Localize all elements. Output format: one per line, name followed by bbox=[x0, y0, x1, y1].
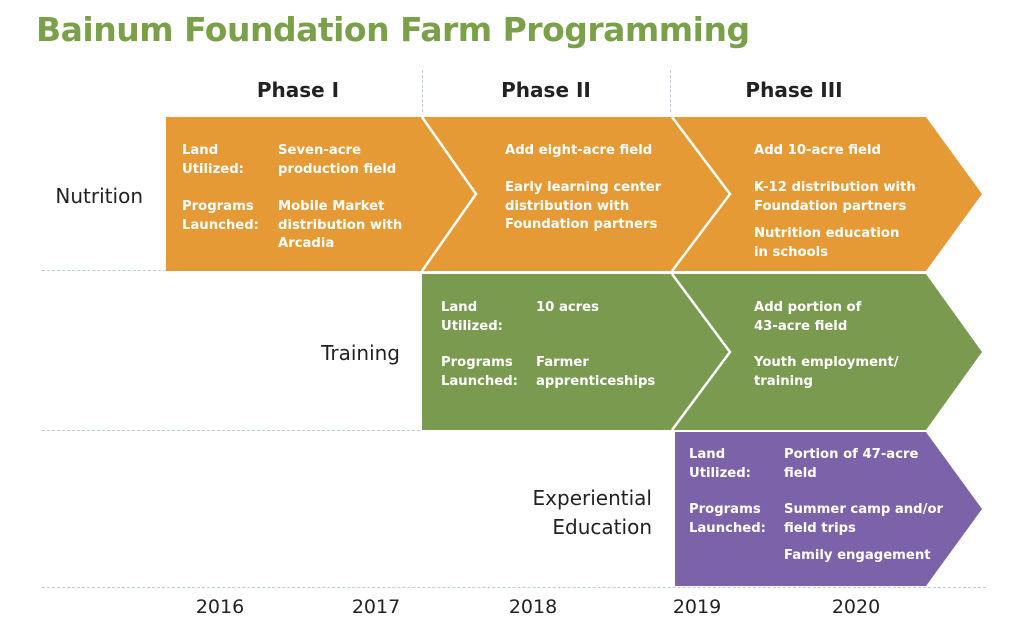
row-divider-training bbox=[42, 430, 420, 431]
year-label-2019: 2019 bbox=[672, 596, 722, 618]
nutrition-phase3-arrow bbox=[672, 117, 982, 271]
page-title: Bainum Foundation Farm Programming bbox=[36, 10, 750, 49]
category-nutrition: Nutrition bbox=[55, 184, 143, 208]
nutrition-phase2-arrow bbox=[422, 117, 730, 271]
training-p3-item2: Youth employment/training bbox=[754, 355, 899, 389]
phase-divider-2 bbox=[670, 70, 671, 112]
year-label-2016: 2016 bbox=[195, 596, 245, 618]
nutrition-p3-item1: Add 10-acre field bbox=[754, 143, 881, 158]
category-experiential-line2: Education bbox=[552, 515, 652, 539]
nutrition-chevron-edge-2 bbox=[671, 116, 732, 272]
phase-divider-1 bbox=[422, 70, 423, 112]
nutrition-phase1-arrow bbox=[166, 117, 476, 271]
training-p2-land-value: 10 acres bbox=[536, 300, 599, 315]
training-phase3-arrow bbox=[672, 274, 982, 430]
experiential-phase3-arrow bbox=[675, 432, 982, 586]
row-divider-bottom bbox=[42, 587, 986, 588]
year-label-2017: 2017 bbox=[351, 596, 401, 618]
phase-3-header: Phase III bbox=[745, 78, 843, 102]
phase-1-header: Phase I bbox=[256, 78, 340, 102]
category-experiential: Experiential Education bbox=[460, 484, 652, 542]
experiential-p3-item3: Family engagement bbox=[784, 548, 931, 563]
row-divider-nutrition bbox=[42, 270, 166, 271]
category-experiential-line1: Experiential bbox=[532, 486, 652, 510]
year-label-2020: 2020 bbox=[831, 596, 881, 618]
phase-2-header: Phase II bbox=[501, 78, 591, 102]
year-label-2018: 2018 bbox=[508, 596, 558, 618]
training-phase2-arrow bbox=[422, 274, 730, 430]
training-chevron-edge bbox=[670, 273, 732, 431]
nutrition-p2-item1: Add eight-acre field bbox=[505, 143, 653, 158]
nutrition-chevron-edge-1 bbox=[420, 116, 478, 272]
category-training: Training bbox=[321, 341, 400, 365]
